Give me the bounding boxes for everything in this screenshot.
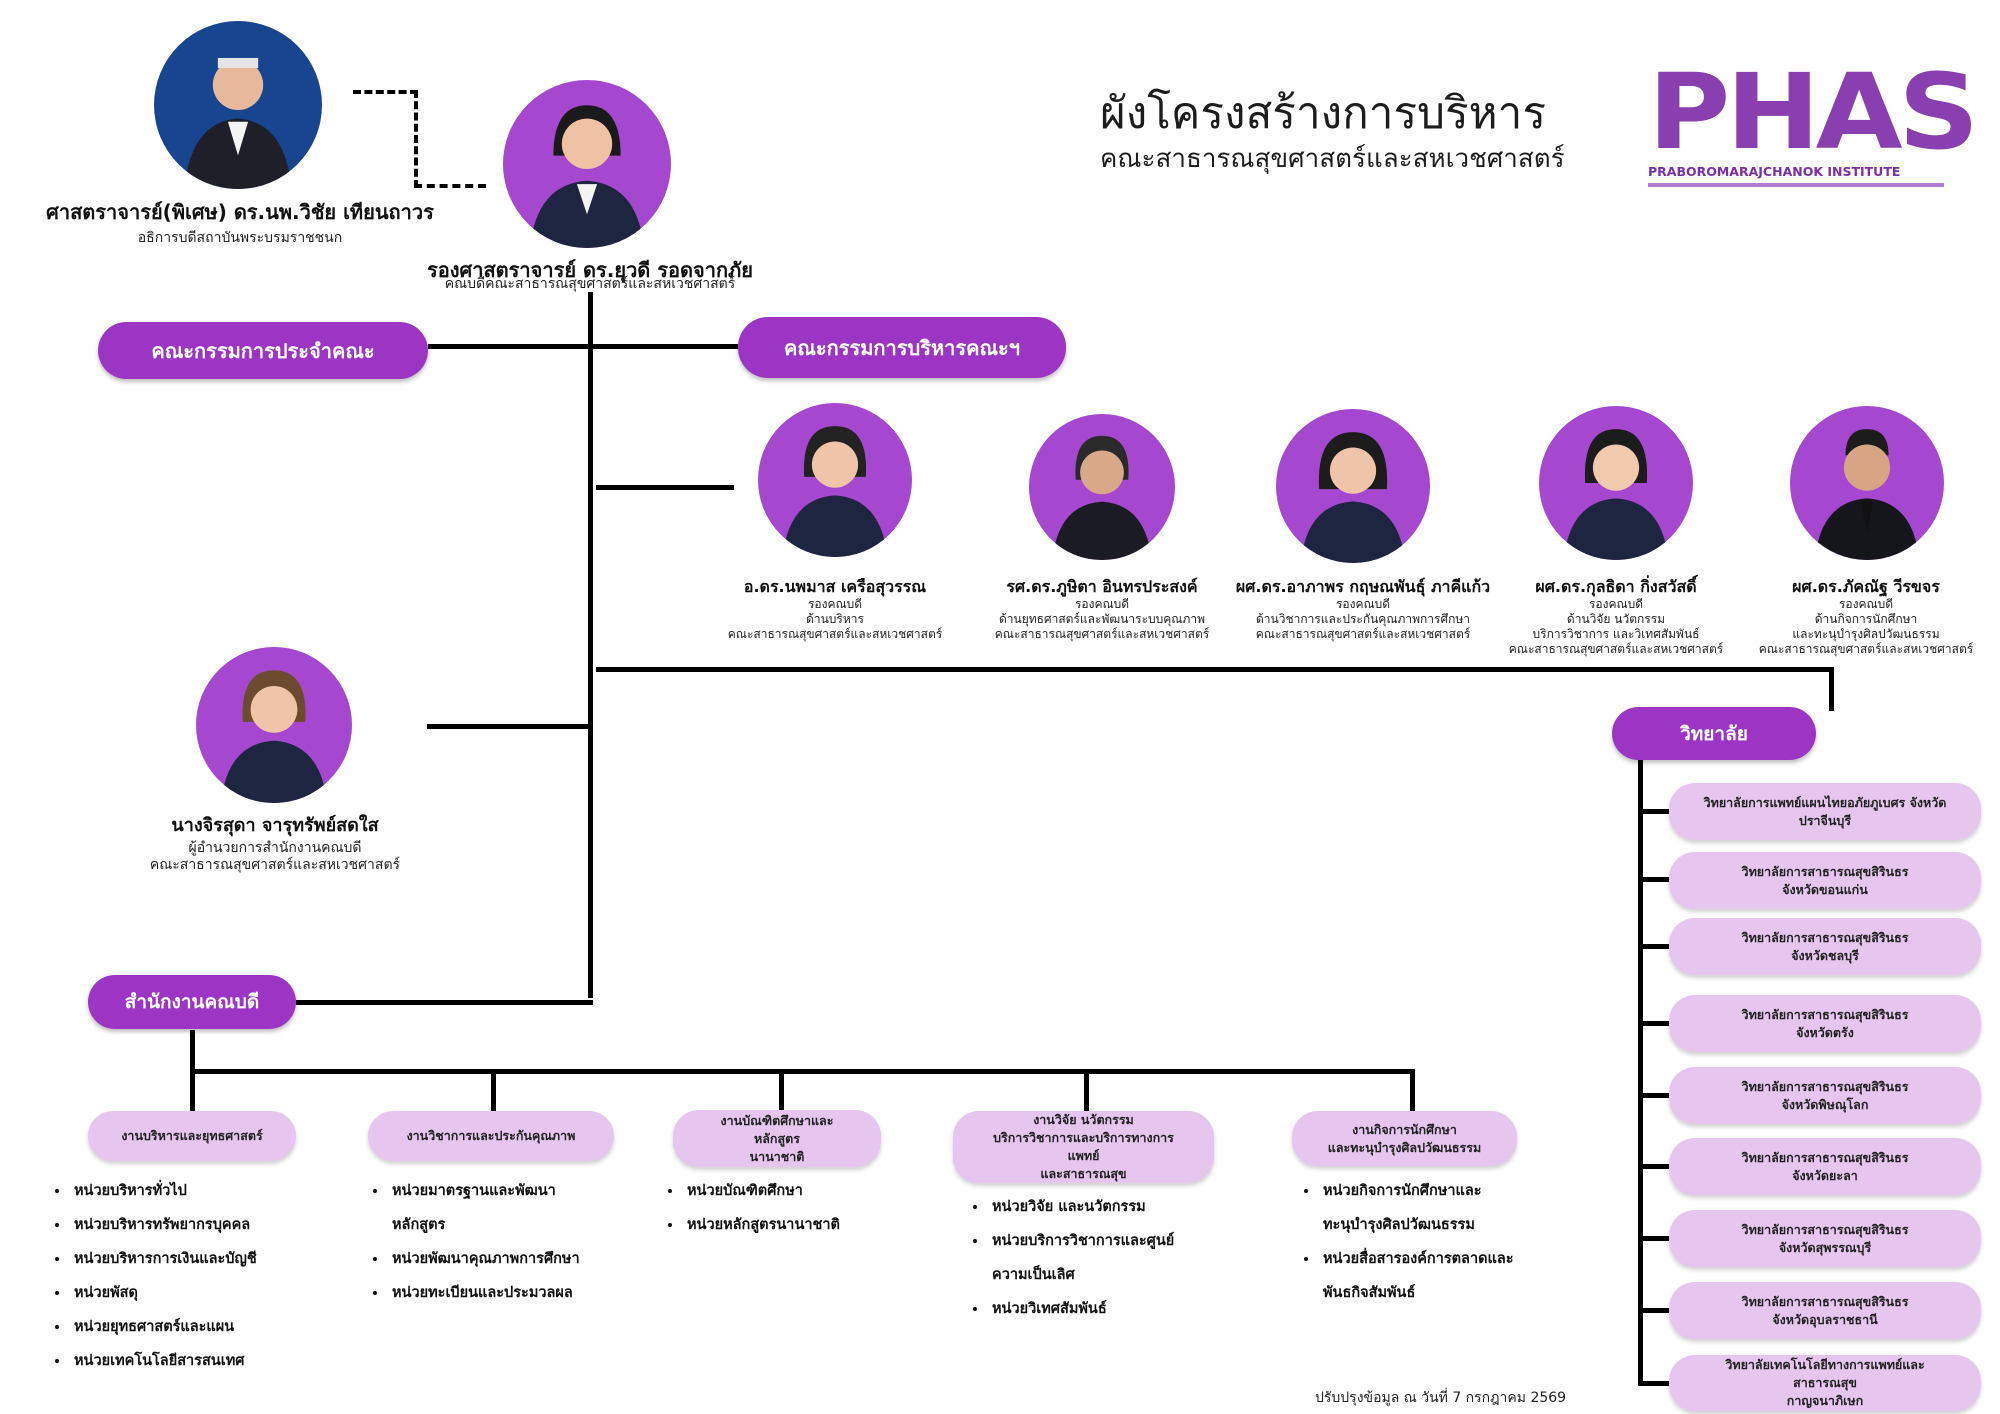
unit-list: หน่วยกิจการนักศึกษาและ ทะนุบำรุงศิลปวัฒน…	[1297, 1174, 1514, 1310]
unit-item: หน่วยพัฒนาคุณภาพการศึกษา	[388, 1242, 580, 1276]
vice-dean-photo	[758, 403, 912, 557]
college-item: วิทยาลัยการแพทย์แผนไทยอภัยภูเบศร จังหวัด…	[1669, 783, 1981, 840]
director-name: นางจิรสุดา จารุทรัพย์สดใส	[171, 815, 379, 836]
unit-item: หน่วยวิจัย และนวัตกรรม	[988, 1190, 1174, 1224]
vice-dean-role: รองคณบดีด้านกิจการนักศึกษาและทะนุบำรุงศิ…	[1758, 597, 1974, 656]
vice-dean-name: ผศ.ดร.ภัคณัฐ วีรขจร	[1792, 577, 1940, 596]
vice-dean-photo	[1539, 406, 1693, 560]
unit-item: หน่วยเทคโนโลยีสารสนเทศ	[70, 1344, 257, 1378]
update-note: ปรับปรุงข้อมูล ณ วันที่ 7 กรกฎาคม 2569	[1315, 1390, 1567, 1406]
vice-dean-name: ผศ.ดร.อาภาพร กฤษณพันธุ์ ภาคีแก้ว	[1235, 577, 1491, 596]
vice-dean-name: รศ.ดร.ภูษิตา อินทรประสงค์	[1006, 577, 1198, 596]
office-department: งานบัณฑิตศึกษาและหลักสูตรนานาชาติ	[673, 1110, 881, 1167]
page-title: ผังโครงสร้างการบริหาร	[1100, 88, 1547, 139]
college-item: วิทยาลัยการสาธารณสุขสิรินธรจังหวัดพิษณุโ…	[1669, 1067, 1981, 1124]
vice-dean-photo	[1276, 409, 1430, 563]
president-name: ศาสตราจารย์(พิเศษ) ดร.นพ.วิชัย เทียนถาวร	[46, 200, 434, 224]
unit-item: หน่วยบริหารการเงินและบัญชี	[70, 1242, 257, 1276]
dean-role: คณบดีคณะสาธารณสุขศาสตร์และสหเวชศาสตร์	[444, 276, 736, 292]
executive-committee: คณะกรรมการบริหารคณะฯ	[738, 317, 1066, 378]
college-item: วิทยาลัยการสาธารณสุขสิรินธรจังหวัดชลบุรี	[1669, 918, 1981, 975]
phas-logo: PHAS PRABOROMARAJCHANOK INSTITUTE	[1648, 60, 1979, 187]
vice-dean-role: รองคณบดีด้านวิจัย นวัตกรรมบริการวิชาการ …	[1508, 597, 1724, 656]
unit-item: หน่วยมาตรฐานและพัฒนา	[388, 1174, 580, 1208]
unit-item: พันธกิจสัมพันธ์	[1323, 1285, 1416, 1301]
colleges-header: วิทยาลัย	[1612, 707, 1816, 760]
college-item: วิทยาลัยการสาธารณสุขสิรินธรจังหวัดขอนแก่…	[1669, 852, 1981, 909]
college-item: วิทยาลัยการสาธารณสุขสิรินธรจังหวัดอุบลรา…	[1669, 1282, 1981, 1339]
college-item: วิทยาลัยการสาธารณสุขสิรินธรจังหวัดตรัง	[1669, 995, 1981, 1052]
unit-item: หน่วยพัสดุ	[70, 1276, 257, 1310]
vice-dean-photo	[1790, 406, 1944, 560]
unit-item: หน่วยสื่อสารองค์การตลาดและ	[1319, 1242, 1514, 1276]
college-item: วิทยาลัยการสาธารณสุขสิรินธรจังหวัดยะลา	[1669, 1138, 1981, 1195]
director-role: ผู้อำนวยการสำนักงานคณบดีคณะสาธารณสุขศาสต…	[149, 840, 401, 873]
logo-subtext: PRABOROMARAJCHANOK INSTITUTE	[1648, 164, 1901, 179]
vice-dean-role: รองคณบดีด้านบริหารคณะสาธารณสุขศาสตร์และส…	[727, 597, 943, 641]
logo-text: PHAS	[1648, 51, 1979, 173]
unit-item: หน่วยบริหารทรัพยากรบุคคล	[70, 1208, 257, 1242]
office-department: งานวิชาการและประกันคุณภาพ	[368, 1111, 614, 1161]
faculty-committee: คณะกรรมการประจำคณะ	[98, 322, 428, 379]
unit-item: ทะนุบำรุงศิลปวัฒนธรรม	[1323, 1217, 1475, 1233]
unit-item: หน่วยกิจการนักศึกษาและ	[1319, 1174, 1514, 1208]
unit-list: หน่วยวิจัย และนวัตกรรม หน่วยบริการวิชากา…	[966, 1190, 1174, 1326]
office-department: งานกิจการนักศึกษาและทะนุบำรุงศิลปวัฒนธรร…	[1292, 1111, 1517, 1166]
unit-item: หน่วยยุทธศาสตร์และแผน	[70, 1310, 257, 1344]
vice-dean-photo	[1029, 414, 1175, 560]
president-photo	[154, 21, 322, 189]
page-subtitle: คณะสาธารณสุขศาสตร์และสหเวชศาสตร์	[1100, 144, 1565, 174]
unit-list: หน่วยมาตรฐานและพัฒนา หลักสูตร หน่วยพัฒนา…	[366, 1174, 580, 1310]
president-role: อธิการบดีสถาบันพระบรมราชชนก	[137, 230, 343, 246]
vice-dean-role: รองคณบดีด้านยุทธศาสตร์และพัฒนาระบบคุณภาพ…	[994, 597, 1210, 641]
vice-dean-name: อ.ดร.นพมาส เครือสุวรรณ	[743, 577, 927, 596]
unit-item: หน่วยวิเทศสัมพันธ์	[988, 1292, 1174, 1326]
dean-photo	[503, 80, 671, 248]
unit-list: หน่วยบริหารทั่วไป หน่วยบริหารทรัพยากรบุค…	[48, 1174, 257, 1378]
dean-office: สำนักงานคณบดี	[88, 975, 296, 1029]
vice-dean-role: รองคณบดีด้านวิชาการและประกันคุณภาพการศึก…	[1255, 597, 1471, 641]
unit-item: หน่วยบริการวิชาการและศูนย์	[988, 1224, 1174, 1258]
college-item: วิทยาลัยการสาธารณสุขสิรินธรจังหวัดสุพรรณ…	[1669, 1210, 1981, 1267]
unit-item: หน่วยทะเบียนและประมวลผล	[388, 1276, 580, 1310]
unit-list: หน่วยบัณฑิตศึกษา หน่วยหลักสูตรนานาชาติ	[661, 1174, 840, 1242]
unit-item: หลักสูตร	[392, 1217, 446, 1233]
vice-dean-name: ผศ.ดร.กุลธิดา กิ่งสวัสดิ์	[1535, 577, 1697, 596]
unit-item: หน่วยบริหารทั่วไป	[70, 1174, 257, 1208]
office-department: งานบริหารและยุทธศาสตร์	[88, 1111, 296, 1161]
unit-item: หน่วยหลักสูตรนานาชาติ	[683, 1208, 840, 1242]
office-department: งานวิจัย นวัตกรรมบริการวิชาการและบริการท…	[953, 1111, 1214, 1183]
unit-item: หน่วยบัณฑิตศึกษา	[683, 1174, 840, 1208]
unit-item: ความเป็นเลิศ	[992, 1267, 1075, 1283]
director-photo	[196, 647, 352, 803]
dean-name: รองศาสตราจารย์ ดร.ยุวดี รอดจากภัย	[427, 258, 753, 282]
college-item: วิทยาลัยเทคโนโลยีทางการแพทย์และสาธารณสุข…	[1669, 1355, 1981, 1411]
